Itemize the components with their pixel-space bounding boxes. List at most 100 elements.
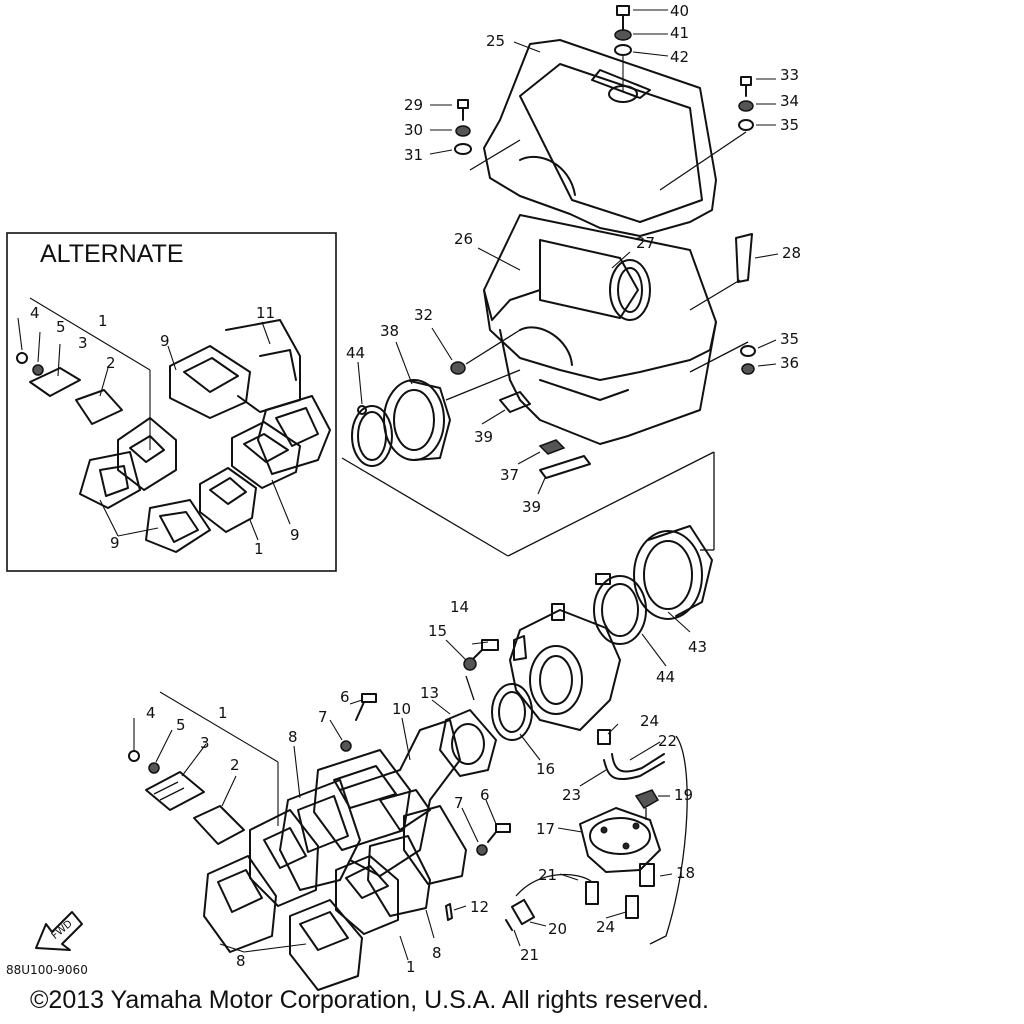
callout-32: 32 bbox=[414, 306, 433, 324]
alt-callout-3: 3 bbox=[78, 334, 88, 352]
clamp-16 bbox=[491, 683, 533, 741]
callout-14: 14 bbox=[450, 598, 469, 616]
callout-40: 40 bbox=[670, 2, 689, 20]
grommet-36 bbox=[741, 363, 755, 375]
hose-22 bbox=[603, 753, 665, 781]
intake-cap-38 bbox=[383, 379, 451, 461]
filter-24b bbox=[625, 895, 639, 919]
rubber-joint-43 bbox=[633, 525, 713, 620]
callout-8b: 8 bbox=[236, 952, 246, 970]
grommet-32 bbox=[450, 361, 466, 375]
callout-16: 16 bbox=[536, 760, 555, 778]
callout-7b: 7 bbox=[454, 794, 464, 812]
callout-24b: 24 bbox=[596, 918, 615, 936]
callout-44a: 44 bbox=[346, 344, 365, 362]
bolt-29 bbox=[457, 99, 469, 109]
adapter-13 bbox=[439, 709, 497, 777]
washer-5 bbox=[148, 762, 160, 774]
silencer-tube-27 bbox=[539, 239, 651, 321]
callout-38: 38 bbox=[380, 322, 399, 340]
gasket-8a bbox=[313, 749, 411, 851]
callout-13: 13 bbox=[420, 684, 439, 702]
callout-43: 43 bbox=[688, 638, 707, 656]
washer-31 bbox=[454, 143, 472, 155]
washer-35b bbox=[740, 345, 756, 357]
washer-15 bbox=[463, 657, 477, 671]
washer-41 bbox=[614, 29, 632, 41]
bolt-33 bbox=[740, 76, 752, 86]
callout-39a: 39 bbox=[474, 428, 493, 446]
callout-44b: 44 bbox=[656, 668, 675, 686]
screw-14 bbox=[481, 639, 499, 651]
alt-callout-1b: 1 bbox=[254, 540, 264, 558]
callout-29: 29 bbox=[404, 96, 423, 114]
alt-callout-4: 4 bbox=[30, 304, 40, 322]
callout-12: 12 bbox=[470, 898, 489, 916]
callout-15: 15 bbox=[428, 622, 447, 640]
clip-37 bbox=[538, 439, 566, 455]
callout-24a: 24 bbox=[640, 712, 659, 730]
callout-7a: 7 bbox=[318, 708, 328, 726]
callout-22: 22 bbox=[658, 732, 677, 750]
nut-34 bbox=[738, 100, 754, 112]
joint-18 bbox=[639, 863, 655, 887]
gasket-8e bbox=[403, 805, 467, 885]
pad-39a bbox=[499, 391, 531, 413]
alt-callout-2: 2 bbox=[106, 354, 116, 372]
filter-21a bbox=[585, 881, 599, 905]
callout-18: 18 bbox=[676, 864, 695, 882]
screw-4 bbox=[128, 750, 140, 762]
callout-41: 41 bbox=[670, 24, 689, 42]
bolt-40 bbox=[616, 5, 630, 31]
callout-35b: 35 bbox=[780, 330, 799, 348]
callout-1b: 1 bbox=[406, 958, 416, 976]
washer-35 bbox=[738, 119, 754, 131]
gasket-8d bbox=[289, 899, 363, 991]
callout-33: 33 bbox=[780, 66, 799, 84]
callout-35: 35 bbox=[780, 116, 799, 134]
silencer-case-26 bbox=[483, 214, 717, 445]
callout-36: 36 bbox=[780, 354, 799, 372]
callout-6b: 6 bbox=[480, 786, 490, 804]
callout-8a: 8 bbox=[288, 728, 298, 746]
washer-42 bbox=[614, 44, 632, 56]
callout-3: 3 bbox=[200, 734, 210, 752]
callout-23: 23 bbox=[562, 786, 581, 804]
alt-callout-9a: 9 bbox=[160, 332, 170, 350]
bolt-6a bbox=[361, 693, 377, 703]
alternate-box bbox=[6, 232, 337, 572]
callout-17: 17 bbox=[536, 820, 555, 838]
callout-4: 4 bbox=[146, 704, 156, 722]
gasket-8f bbox=[367, 835, 431, 917]
fuel-pump-17 bbox=[579, 807, 661, 873]
washer-7a bbox=[340, 740, 352, 752]
nut-19 bbox=[634, 789, 660, 809]
gasket-8c bbox=[203, 855, 277, 953]
callout-labels: 40 41 42 25 33 34 35 29 30 31 26 27 28 3… bbox=[30, 2, 801, 976]
washer-7b bbox=[476, 844, 488, 856]
callout-1: 1 bbox=[218, 704, 228, 722]
callout-30: 30 bbox=[404, 121, 423, 139]
callout-20: 20 bbox=[548, 920, 567, 938]
alt-reed-parts bbox=[16, 319, 331, 553]
bracket-28 bbox=[735, 233, 753, 283]
copyright-notice: ©2013 Yamaha Motor Corporation, U.S.A. A… bbox=[30, 986, 709, 1014]
pin-12 bbox=[445, 903, 453, 921]
alt-callout-11: 11 bbox=[256, 304, 275, 322]
silencer-cover-25 bbox=[469, 39, 717, 237]
fwd-arrow-icon: FWD bbox=[35, 911, 83, 951]
callout-31: 31 bbox=[404, 146, 423, 164]
alternate-title: ALTERNATE bbox=[40, 240, 184, 268]
callout-42: 42 bbox=[670, 48, 689, 66]
filter-24a bbox=[597, 729, 611, 745]
callout-37: 37 bbox=[500, 466, 519, 484]
pad-39b bbox=[539, 455, 591, 479]
alt-callout-1: 1 bbox=[98, 312, 108, 330]
gasket-8b bbox=[279, 779, 361, 891]
callout-39b: 39 bbox=[522, 498, 541, 516]
alt-callout-5: 5 bbox=[56, 318, 66, 336]
callout-5: 5 bbox=[176, 716, 186, 734]
callout-34: 34 bbox=[780, 92, 799, 110]
joint-20 bbox=[510, 898, 536, 926]
